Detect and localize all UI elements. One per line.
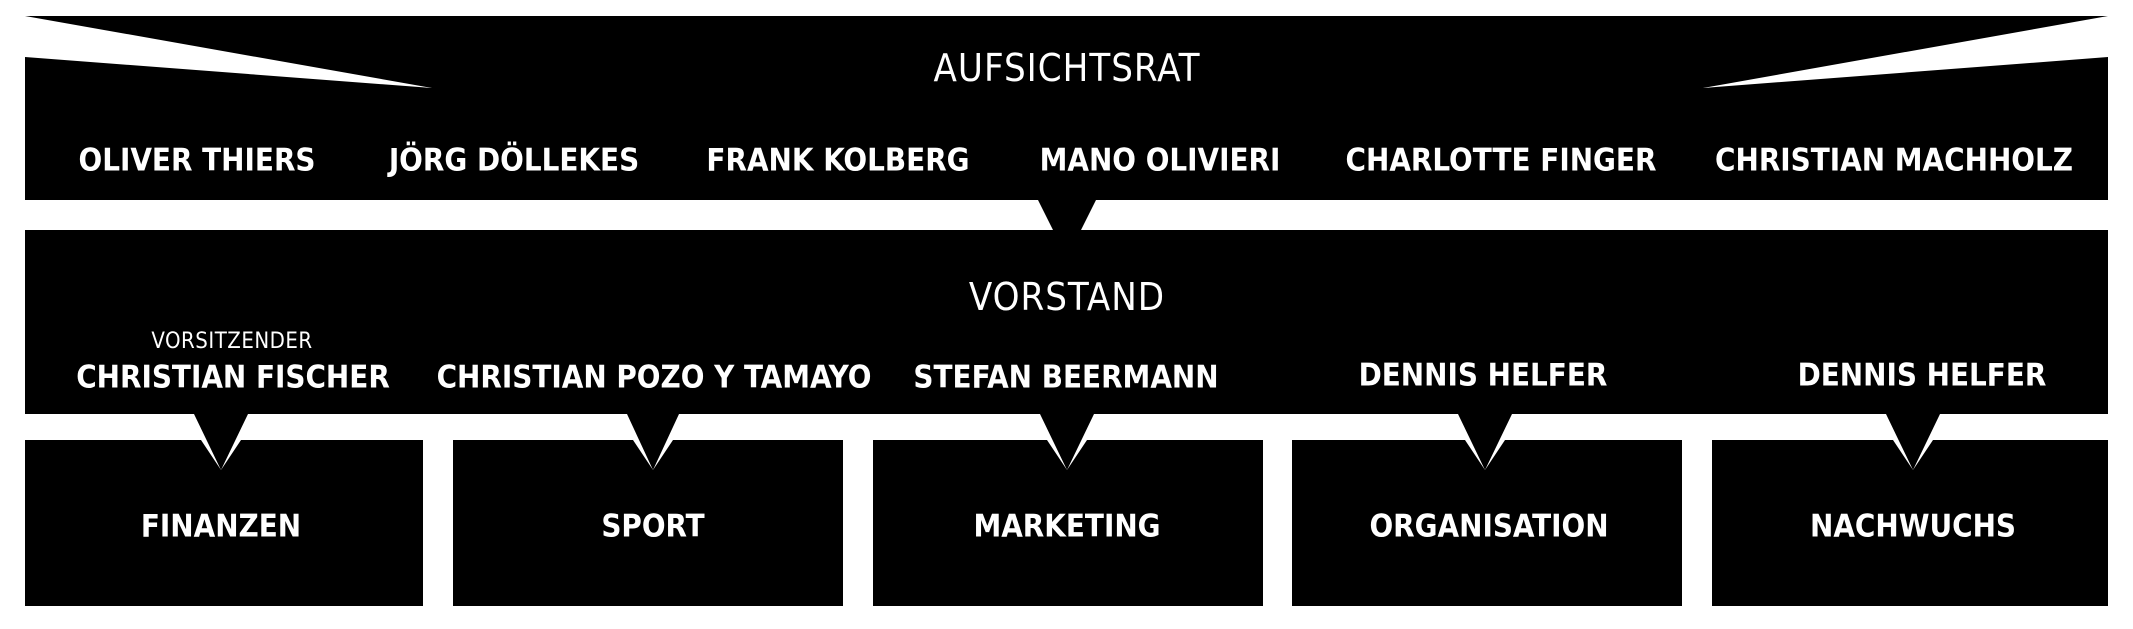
aufsichtsrat-member-4: MANO OLIVIERI	[1039, 142, 1281, 179]
department-box-nachwuchs	[1712, 440, 2108, 606]
aufsichtsrat-member-5: CHARLOTTE FINGER	[1345, 142, 1657, 179]
department-marketing: MARKETING	[973, 508, 1161, 545]
department-box-sport	[453, 440, 843, 606]
aufsichtsrat-member-1: OLIVER THIERS	[78, 142, 316, 179]
department-box-finanzen	[25, 440, 423, 606]
vorstand-title: VORSTAND	[968, 275, 1166, 319]
vorstand-box	[25, 230, 2108, 470]
department-box-organisation	[1292, 440, 1682, 606]
aufsichtsrat-title: AUFSICHTSRAT	[933, 46, 1201, 90]
aufsichtsrat-member-2: JÖRG DÖLLEKES	[388, 142, 640, 179]
vorstand-member-1: CHRISTIAN FISCHER	[76, 359, 390, 396]
department-organisation: ORGANISATION	[1369, 508, 1609, 545]
vorstand-member-3: STEFAN BEERMANN	[913, 359, 1219, 396]
aufsichtsrat-member-3: FRANK KOLBERG	[706, 142, 970, 179]
department-nachwuchs: NACHWUCHS	[1809, 508, 2017, 545]
aufsichtsrat-right-wedge	[1703, 16, 2108, 88]
department-finanzen: FINANZEN	[140, 508, 302, 545]
vorstand-chair-role: VORSITZENDER	[151, 329, 313, 354]
aufsichtsrat-member-6: CHRISTIAN MACHHOLZ	[1715, 142, 2073, 179]
vorstand-member-4: DENNIS HELFER	[1358, 357, 1608, 394]
aufsichtsrat-left-wedge	[25, 16, 432, 88]
department-box-marketing	[873, 440, 1263, 606]
aufsichtsrat-box	[25, 16, 2108, 258]
department-sport: SPORT	[601, 508, 705, 545]
vorstand-member-5: DENNIS HELFER	[1797, 357, 2047, 394]
vorstand-member-2: CHRISTIAN POZO Y TAMAYO	[436, 359, 872, 396]
